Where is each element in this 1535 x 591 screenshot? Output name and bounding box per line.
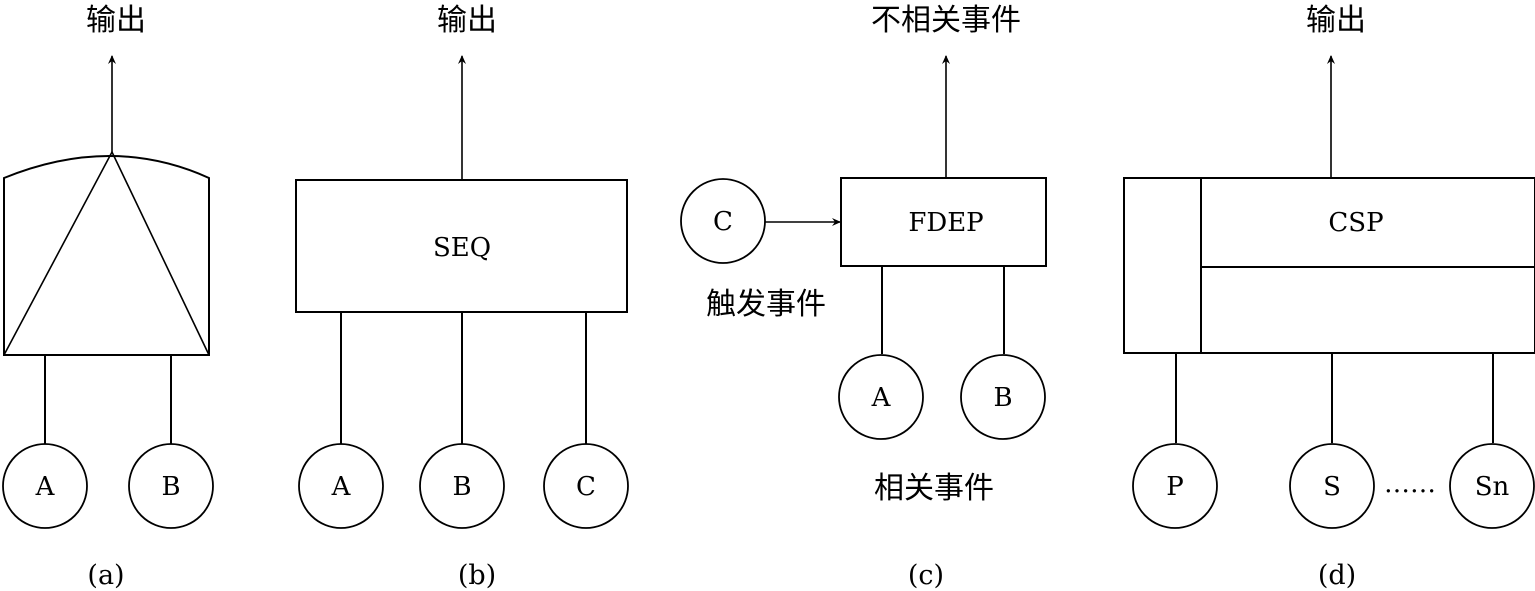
event-label: A [331, 472, 352, 502]
primary-event-node [1132, 443, 1218, 529]
dependent-events-caption: 相关事件 [874, 471, 994, 506]
output-label: 不相关事件 [871, 3, 1021, 38]
gate-label: CSP [1328, 208, 1383, 238]
event-label: A [871, 383, 892, 413]
event-label: B [452, 472, 471, 502]
diagram-b: 输出 SEQ A B C (b) [295, 3, 629, 591]
output-label: 输出 [437, 3, 497, 38]
csp-gate-box [1123, 177, 1535, 354]
output-label: 输出 [1306, 3, 1366, 38]
gate-label: SEQ [433, 233, 491, 263]
event-label: A [35, 472, 56, 502]
ellipsis: …… [1384, 469, 1436, 499]
trigger-label: C [713, 207, 733, 237]
gate-label: FDEP [908, 208, 983, 238]
dependent-event-node-b [960, 354, 1046, 440]
spare-event-node [1289, 443, 1375, 529]
event-label: C [576, 472, 596, 502]
event-node-c [543, 443, 629, 529]
spare-n-event-node [1449, 443, 1535, 529]
event-node-b [128, 443, 214, 529]
event-label: B [161, 472, 180, 502]
trigger-event-node [680, 178, 766, 264]
event-node-a [298, 443, 384, 529]
gate-body [3, 155, 210, 356]
diagram-a: 输出 A B (a) [2, 3, 214, 591]
event-node-a [2, 443, 88, 529]
caption: (c) [908, 560, 944, 591]
caption: (b) [458, 560, 496, 591]
trigger-event-caption: 触发事件 [706, 287, 826, 322]
fdep-gate-box [840, 177, 1047, 267]
event-label: B [993, 383, 1012, 413]
diagram-c: 不相关事件 C 触发事件 FDEP A B 相关事件 (c) [680, 3, 1047, 591]
caption: (d) [1318, 560, 1356, 591]
dependent-event-node-a [838, 354, 924, 440]
event-node-b [419, 443, 505, 529]
event-label: P [1166, 472, 1184, 502]
output-label: 输出 [86, 3, 146, 38]
diagram-d: 输出 CSP P S …… Sn (d) [1123, 3, 1535, 591]
caption: (a) [87, 560, 124, 591]
event-label: Sn [1475, 472, 1510, 502]
gate-triangle [3, 150, 210, 356]
event-label: S [1323, 472, 1341, 502]
